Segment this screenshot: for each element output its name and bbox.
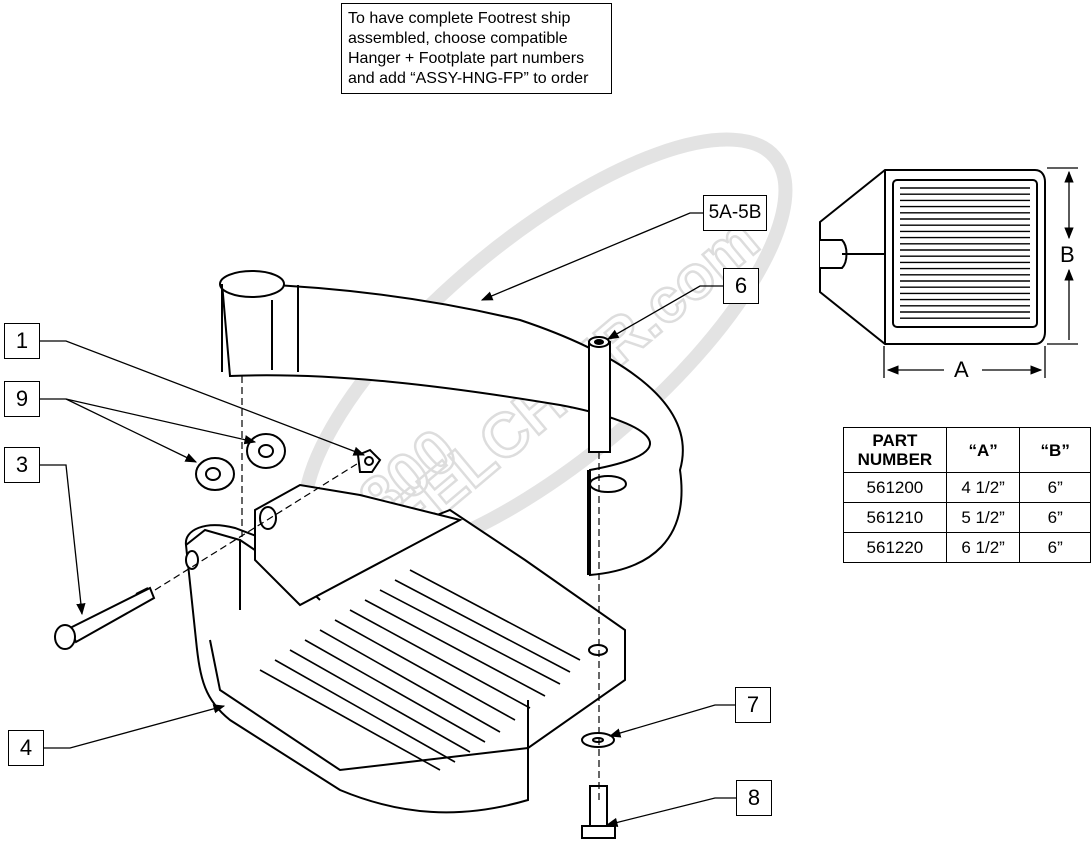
note-line: Hanger + Footplate part numbers [348, 50, 585, 67]
table-row: 561200 4 1/2” 6” [843, 472, 1091, 503]
callout-6: 6 [723, 268, 759, 304]
header-a: “A” [945, 427, 1021, 473]
footplate [184, 483, 626, 814]
callout-5a-5b: 5A-5B [703, 195, 767, 231]
top-view-ribs [900, 187, 1030, 319]
table-row: 561210 5 1/2” 6” [843, 502, 1091, 533]
dimension-a-cell: 5 1/2” [945, 502, 1021, 533]
callout-3: 3 [4, 447, 40, 483]
dimension-b-cell: 6” [1019, 502, 1091, 533]
callout-8: 8 [736, 780, 772, 816]
washers-and-nut [195, 433, 382, 491]
part-number-cell: 561210 [843, 502, 947, 533]
part-number-cell: 561220 [843, 532, 947, 563]
footplate-ribs [259, 569, 581, 771]
note-line: assembled, choose compatible [348, 30, 568, 47]
dimension-b-cell: 6” [1019, 532, 1091, 563]
dimension-b-cell: 6” [1019, 472, 1091, 503]
part-number-cell: 561200 [843, 472, 947, 503]
dimension-lines [883, 167, 1078, 378]
dimension-label-b: B [1060, 242, 1075, 267]
note-line: To have complete Footrest ship [348, 10, 571, 27]
callout-7: 7 [735, 687, 771, 723]
washer-and-screw [581, 732, 616, 839]
callout-4: 4 [8, 730, 44, 766]
callout-1: 1 [4, 323, 40, 359]
dimension-label-a: A [954, 357, 969, 382]
header-b: “B” [1019, 427, 1091, 473]
ordering-note: To have complete Footrest ship assembled… [341, 3, 612, 94]
callout-9: 9 [4, 381, 40, 417]
assembly-lines [154, 376, 600, 800]
table-row: 561220 6 1/2” 6” [843, 532, 1091, 563]
dimension-a-cell: 4 1/2” [945, 472, 1021, 503]
bolt [54, 586, 156, 650]
hanger-bracket [219, 270, 684, 577]
note-line: and add “ASSY-HNG-FP” to order [348, 70, 589, 87]
dimension-a-cell: 6 1/2” [945, 532, 1021, 563]
leader-lines [40, 212, 736, 827]
